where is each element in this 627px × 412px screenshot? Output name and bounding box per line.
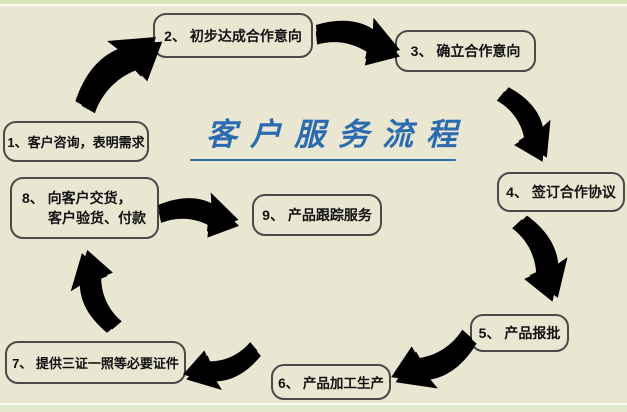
flow-step-5-label: 5、 产品报批 — [478, 325, 561, 341]
flow-step-7-label: 7、 提供三证一照等必要证件 — [12, 356, 179, 371]
flow-arrow-8-to-9-icon — [153, 179, 246, 246]
flow-step-2-label: 2、 初步达成合作意向 — [164, 27, 302, 44]
flow-arrow-7-to-8-icon — [62, 245, 125, 339]
flow-step-8: 8、 向客户交货， 客户验货、付款 — [10, 177, 159, 239]
flow-step-4: 4、 签订合作协议 — [497, 172, 625, 212]
flow-step-1: 1、客户咨询，表明需求 — [3, 121, 149, 162]
page-title: 客户服务流程 — [206, 117, 470, 153]
top-strip — [0, 0, 627, 4]
flow-step-9: 9、 产品跟踪服务 — [252, 194, 382, 236]
flow-step-1-label: 1、客户咨询，表明需求 — [7, 135, 145, 150]
flow-step-8-label-line1: 8、 向客户交货， — [22, 190, 132, 206]
flow-arrow-6-to-7-icon — [179, 339, 267, 398]
top-strip-line — [0, 4, 627, 6]
bottom-strip — [0, 405, 627, 412]
flow-arrow-2-to-3-icon — [308, 0, 410, 77]
bottom-strip-line — [0, 403, 627, 405]
flow-step-8-label-line2: 客户验货、付款 — [48, 210, 146, 226]
flow-step-4-label: 4、 签订合作协议 — [506, 184, 616, 200]
flow-step-2: 2、 初步达成合作意向 — [153, 13, 313, 58]
flow-step-7: 7、 提供三证一照等必要证件 — [5, 341, 186, 384]
flow-step-9-label: 9、 产品跟踪服务 — [262, 207, 372, 223]
title-underline — [190, 159, 456, 161]
flow-arrow-4-to-5-icon — [508, 208, 578, 308]
flow-step-3: 3、 确立合作意向 — [395, 30, 536, 72]
flow-step-3-label: 3、 确立合作意向 — [410, 43, 521, 59]
flow-step-5: 5、 产品报批 — [470, 314, 569, 352]
flow-step-6-label: 6、 产品加工生产 — [278, 376, 384, 391]
flow-arrow-3-to-4-icon — [492, 77, 565, 170]
flow-arrow-5-to-6-icon — [383, 325, 487, 403]
flow-step-6: 6、 产品加工生产 — [271, 364, 391, 400]
